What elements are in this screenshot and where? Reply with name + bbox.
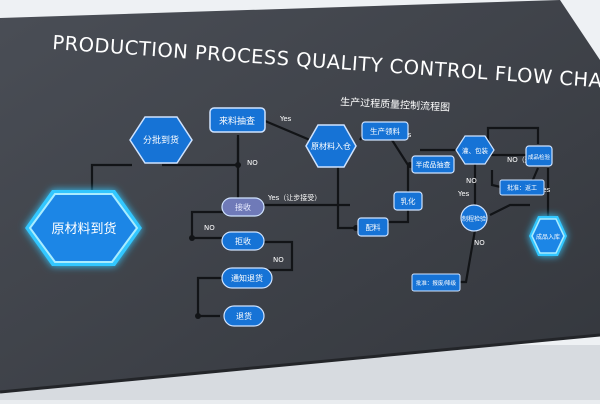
return-label: 退货 (236, 311, 252, 321)
label-no-receive: NO (204, 224, 215, 232)
node-incoming-sampling: 来料抽查 (210, 108, 265, 132)
raw-arrival-label: 原材料到货 (51, 221, 116, 237)
product-in-label: 成品入库 (536, 233, 560, 241)
emulsify-label: 乳化 (401, 196, 416, 206)
semi-check-label: 半成品抽查 (416, 160, 451, 169)
label-yes-fill: Yes (457, 190, 470, 198)
material-issue-label: 生产领料 (370, 126, 400, 136)
node-rework-batch: 批准：返工 (500, 180, 544, 195)
node-material-issue: 生产领料 (362, 122, 408, 140)
label-no-process: NO (474, 239, 485, 247)
node-notify-return: 通知退货 (222, 268, 272, 288)
dot (195, 313, 201, 319)
scrap-batch-label: 批准：报废/降级 (416, 279, 457, 287)
node-compound: 配料 (358, 218, 388, 236)
warehouse-in-label: 原材料入仓 (311, 141, 351, 151)
notify-return-label: 通知退货 (231, 273, 263, 283)
label-no-fill: NO (466, 177, 477, 185)
node-emulsify: 乳化 (394, 192, 422, 210)
finished-check-label: 成品检验 (528, 153, 551, 161)
node-scrap-batch: 批准：报废/降级 (412, 274, 460, 291)
label-no-sampling: NO (247, 159, 258, 167)
node-reject: 拒收 (222, 232, 264, 250)
node-process-check: 制程检验 (461, 205, 487, 231)
dot (189, 235, 195, 241)
rework-batch-label: 批准：返工 (507, 184, 537, 192)
node-receive: 接收 (222, 198, 264, 216)
node-fill-pack: 灌、包装 (456, 136, 494, 164)
dot (235, 162, 241, 168)
label-no-reject: NO (273, 256, 284, 264)
node-return: 退货 (224, 306, 264, 326)
label-yes-sampling: Yes (279, 115, 292, 123)
batch-arrival-label: 分批到货 (143, 134, 179, 146)
process-check-label: 制程检验 (462, 215, 486, 223)
reject-label: 拒收 (235, 236, 251, 246)
node-finished-check: 成品检验 (526, 146, 552, 166)
incoming-sampling-label: 来料抽查 (219, 115, 255, 127)
receive-label: 接收 (235, 202, 251, 212)
node-semi-check: 半成品抽查 (412, 156, 454, 173)
compound-label: 配料 (366, 222, 381, 232)
fill-pack-label: 灌、包装 (462, 146, 489, 155)
label-yes-concession: Yes（让步接受） (267, 193, 321, 202)
